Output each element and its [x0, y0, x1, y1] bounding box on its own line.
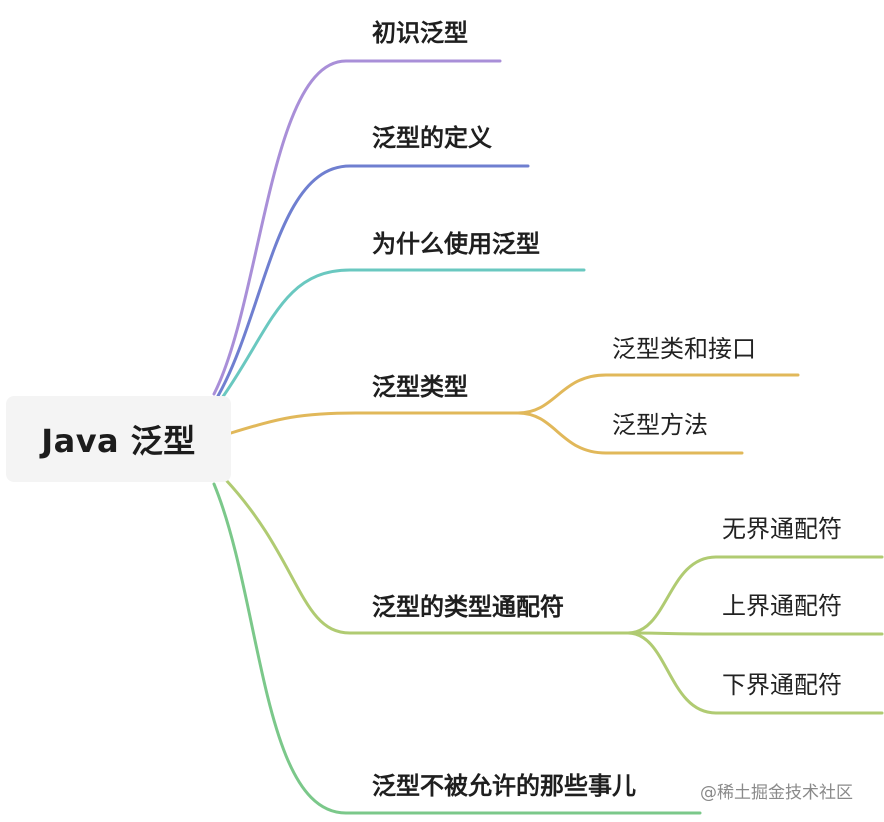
branch-label-fanxing-dingyi[interactable]: 泛型的定义 [372, 124, 492, 152]
edge-root-to-buyunxu [212, 482, 702, 815]
root-node-label: Java 泛型 [41, 422, 196, 460]
edge-tongpeifu-to-shangjie [626, 631, 884, 636]
branch-label-leixing-tongpeifu[interactable]: 泛型的类型通配符 [372, 593, 564, 621]
root-node[interactable]: Java 泛型 [6, 396, 231, 482]
edge-tongpeifu-to-xiajie [626, 631, 884, 715]
edge-tongpeifu-to-wujie [626, 555, 884, 635]
leaf-label-fanxing-fangfa[interactable]: 泛型方法 [612, 411, 708, 439]
edge-root-to-chushi [212, 59, 502, 396]
leaf-label-xiajie-tongpeifu[interactable]: 下界通配符 [722, 671, 842, 699]
edge-leixing-to-fangfa [516, 411, 744, 455]
branch-label-weishenme-shiyong[interactable]: 为什么使用泛型 [372, 230, 540, 258]
watermark-text: @稀土掘金技术社区 [700, 783, 853, 803]
leaf-label-lei-he-jiekou[interactable]: 泛型类和接口 [612, 335, 756, 363]
leaf-label-shangjie-tongpeifu[interactable]: 上界通配符 [722, 592, 842, 620]
branch-label-bu-yunxu[interactable]: 泛型不被允许的那些事儿 [372, 772, 636, 800]
edge-root-to-leixing [229, 411, 520, 435]
edge-root-to-weishenme [220, 268, 586, 400]
branch-label-chushi-fanxing[interactable]: 初识泛型 [372, 19, 468, 47]
edge-root-to-dingyi [216, 164, 530, 398]
edge-root-to-tongpeifu [224, 478, 630, 635]
edge-leixing-to-lei-jiekou [516, 373, 800, 415]
leaf-label-wujie-tongpeifu[interactable]: 无界通配符 [722, 515, 842, 543]
branch-label-fanxing-leixing[interactable]: 泛型类型 [372, 373, 468, 401]
